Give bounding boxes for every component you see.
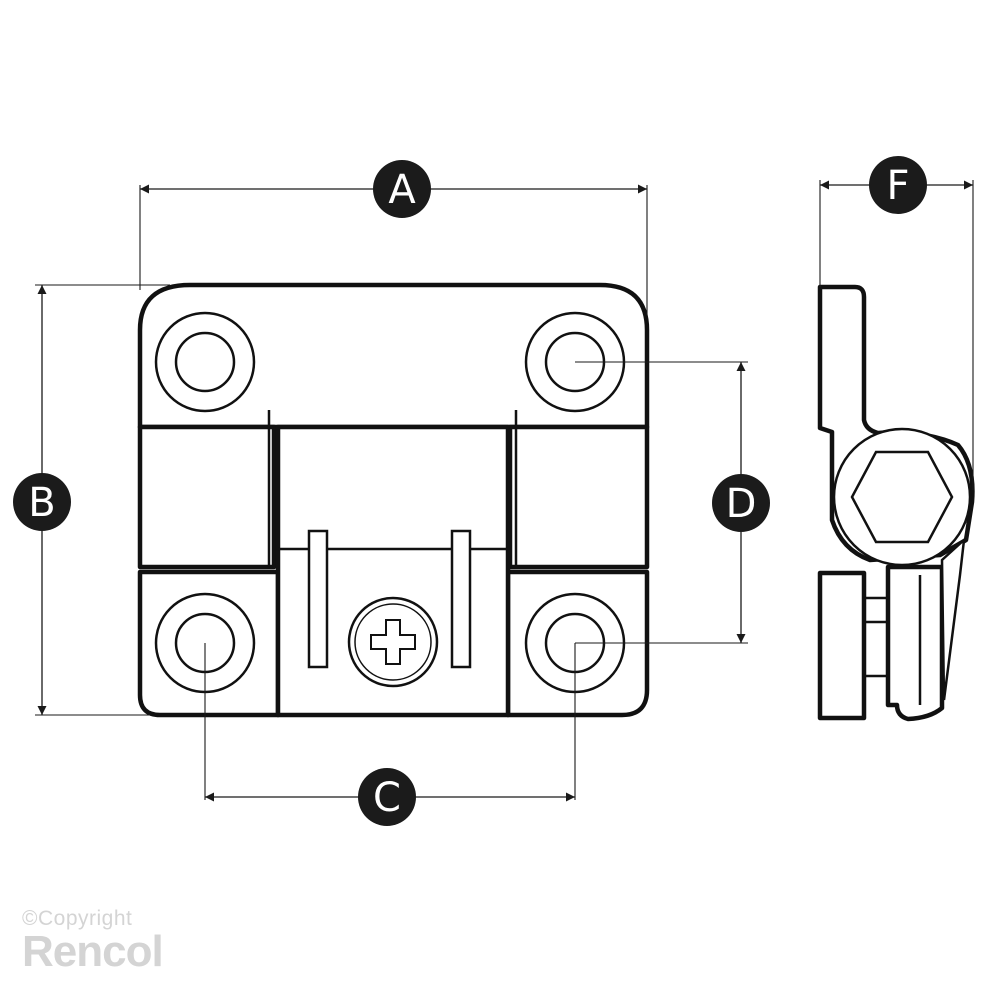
dimension-c: C	[204, 643, 576, 826]
dimension-badge	[373, 160, 431, 218]
upper-leaf	[137, 282, 650, 430]
dimension-label-b: B	[28, 480, 55, 526]
hex-nut-icon	[850, 450, 954, 544]
dimension-label-d: D	[726, 481, 757, 527]
adjustment-slot	[307, 529, 329, 669]
upper-knuckle-left	[137, 424, 277, 570]
hinge-front-view	[137, 282, 650, 718]
dimension-f: F	[819, 156, 974, 490]
mounting-hole	[154, 311, 256, 413]
phillips-screw-icon	[347, 596, 439, 688]
dimension-badge	[358, 768, 416, 826]
brand-logo: Rencol	[22, 927, 164, 976]
dimension-b: B	[13, 284, 170, 716]
hinge-side-view	[817, 284, 975, 722]
dimension-badge	[712, 474, 770, 532]
dimension-d: D	[575, 361, 770, 644]
dimension-badge	[869, 156, 927, 214]
side-spring-arm	[940, 536, 966, 701]
side-spring-plate	[885, 564, 945, 722]
dimension-label-c: C	[373, 775, 401, 821]
dimension-label-a: A	[388, 167, 416, 213]
adjustment-slot	[450, 529, 472, 669]
copyright-text: ©Copyright	[22, 907, 133, 930]
upper-knuckle-right	[507, 424, 650, 570]
dimension-a: A	[139, 160, 648, 315]
dimension-badge	[13, 473, 71, 531]
copyright-watermark: ©Copyright Rencol	[22, 907, 164, 976]
dimension-label-f: F	[886, 163, 909, 209]
side-leaf-lower	[817, 570, 867, 721]
